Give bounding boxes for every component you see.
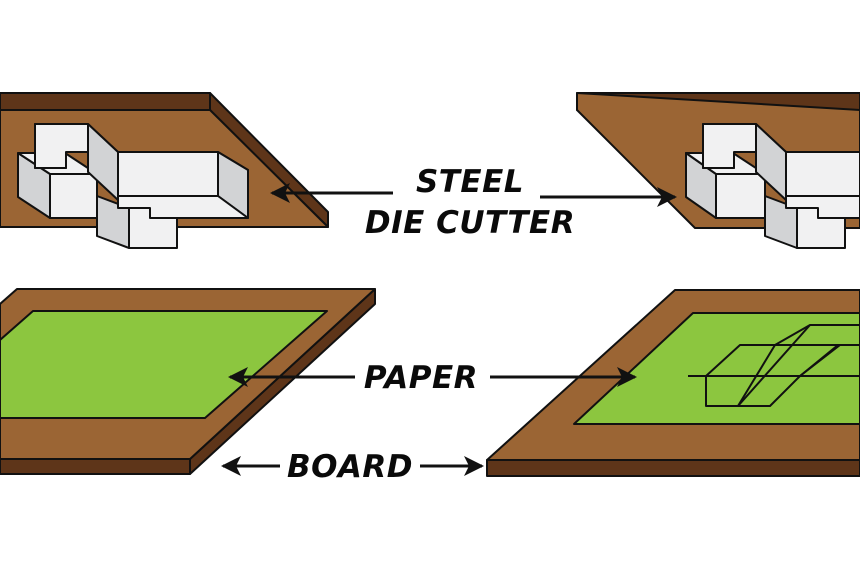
left-die-plate-top-edge <box>0 92 211 111</box>
right-paper <box>573 312 860 425</box>
left-board-front-edge <box>0 458 191 475</box>
right-steel-blocks <box>685 123 860 249</box>
die-cut-pattern <box>688 324 860 407</box>
right-board-front-edge <box>486 459 860 477</box>
steel-label-line1: STEEL <box>415 164 525 200</box>
left-paper <box>0 310 328 419</box>
left-steel-blocks <box>17 123 249 249</box>
board-label: BOARD <box>286 449 414 485</box>
steel-label-line2: DIE CUTTER <box>364 205 576 241</box>
paper-label: PAPER <box>363 360 479 396</box>
